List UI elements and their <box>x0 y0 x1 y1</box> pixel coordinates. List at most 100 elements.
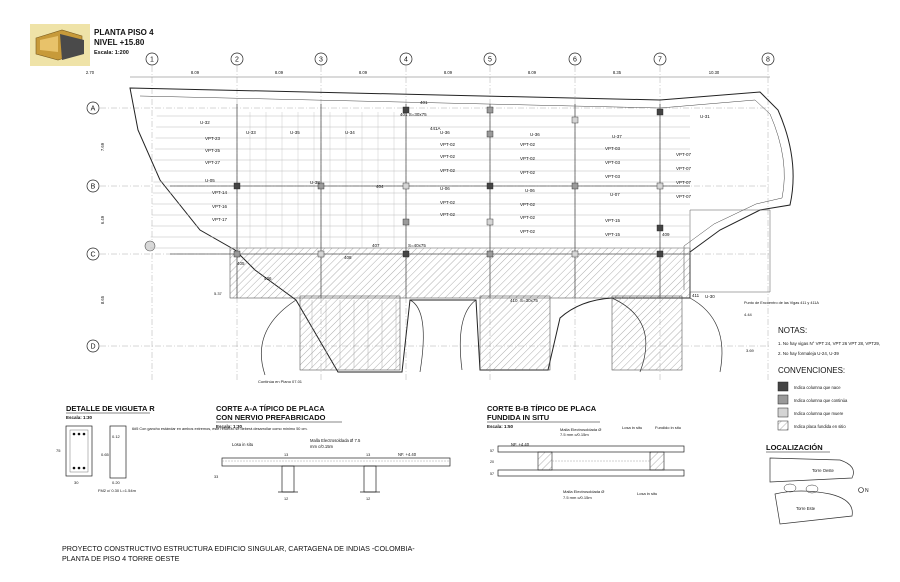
svg-text:U-37: U-37 <box>612 134 622 139</box>
notes-heading: NOTAS: <box>778 326 807 335</box>
svg-text:Fundido in situ: Fundido in situ <box>655 425 681 430</box>
column-mark <box>402 218 410 226</box>
svg-text:401 S=30x75: 401 S=30x75 <box>400 112 427 117</box>
swatch-muere <box>777 407 789 418</box>
svg-text:VPT-27: VPT-27 <box>205 160 221 165</box>
grid-row-label: B <box>91 184 96 191</box>
grid-bubble-col <box>399 52 413 66</box>
sheet-scale: Escala: 1:200 <box>94 50 129 56</box>
svg-text:0.12: 0.12 <box>112 434 121 439</box>
grid-col-label: 7 <box>658 57 662 64</box>
svg-text:7.5 mm c/0.15m: 7.5 mm c/0.15m <box>563 495 592 500</box>
grid-col-label: 1 <box>150 57 154 64</box>
grid-bubble-col <box>761 52 775 66</box>
svg-text:Indica columna que continúa: Indica columna que continúa <box>794 398 848 403</box>
svg-text:VPT-07: VPT-07 <box>676 166 692 171</box>
svg-text:Losa in situ: Losa in situ <box>232 442 254 447</box>
svg-text:CORTE B-B TÍPICO DE PLACA: CORTE B-B TÍPICO DE PLACA <box>487 404 597 413</box>
grid-bubble-row <box>86 179 100 193</box>
svg-text:VPT-02: VPT-02 <box>440 200 456 205</box>
grid-row-label: A <box>91 106 96 113</box>
column-mark <box>486 250 494 258</box>
svg-text:Indica columna que nace: Indica columna que nace <box>794 385 841 390</box>
grid-bubble-col <box>314 52 328 66</box>
svg-text:Losa in situ: Losa in situ <box>637 491 657 496</box>
grid-spacing: 8.09 <box>359 70 368 75</box>
svg-text:U-32: U-32 <box>200 120 210 125</box>
svg-text:407: 407 <box>372 243 380 248</box>
svg-text:VPT-03: VPT-03 <box>605 146 621 151</box>
svg-text:U-38: U-38 <box>310 180 320 185</box>
svg-text:Indica columna que muere: Indica columna que muere <box>794 411 844 416</box>
svg-text:57: 57 <box>490 449 494 453</box>
plan-labels: U-32 VPT-23 VPT-25 VPT-27 U-05 VPT-14 VP… <box>200 100 819 384</box>
svg-text:U-34: U-34 <box>345 130 355 135</box>
svg-text:U-36: U-36 <box>440 130 450 135</box>
conventions-panel: CONVENCIONES: Indica columna que nace In… <box>777 366 848 431</box>
project-title: PROYECTO CONSTRUCTIVO ESTRUCTURA EDIFICI… <box>62 544 415 553</box>
svg-text:VPT-07: VPT-07 <box>676 194 692 199</box>
svg-text:33: 33 <box>214 475 218 479</box>
torre-este-label: Torre Este <box>796 506 816 511</box>
svg-text:VPT-02: VPT-02 <box>440 142 456 147</box>
grid-row-label: D <box>90 344 95 351</box>
svg-text:N: N <box>865 488 869 494</box>
svg-text:Losa in situ: Losa in situ <box>622 425 642 430</box>
sheet-level: NIVEL +15.80 <box>94 38 145 47</box>
svg-text:57: 57 <box>490 472 494 476</box>
svg-text:13: 13 <box>284 453 288 457</box>
svg-text:VPT-07: VPT-07 <box>676 152 692 157</box>
note-item: 2. No hay formaleja U-24, U-39 <box>778 351 839 356</box>
grid-row-label: C <box>90 252 95 259</box>
svg-text:U-07: U-07 <box>610 192 620 197</box>
column-mark <box>233 250 241 258</box>
column-mark <box>571 250 579 258</box>
svg-text:5.37: 5.37 <box>214 291 223 296</box>
svg-text:VPT-03: VPT-03 <box>605 160 621 165</box>
grid-spacing: 8.09 <box>444 70 453 75</box>
floor-plan <box>129 87 794 376</box>
svg-text:Indica placa fundida en sitio: Indica placa fundida en sitio <box>794 424 846 429</box>
grid-row-spacing: 7.69 <box>100 142 105 151</box>
beam-lines <box>150 104 690 368</box>
svg-text:VPT-16: VPT-16 <box>212 204 228 209</box>
sheet-title: PLANTA PISO 4 <box>94 28 154 37</box>
company-logo <box>30 24 90 66</box>
note-item: 1. No hay vigas N° VPT 24, VPT 26 VPT 28… <box>778 341 880 346</box>
svg-text:DETALLE DE VIGUETA R: DETALLE DE VIGUETA R <box>66 404 155 413</box>
column-mark <box>656 108 664 116</box>
grid-col-label: 4 <box>404 57 408 64</box>
svg-text:VPT-02: VPT-02 <box>520 170 536 175</box>
svg-text:FUNDIDA IN SITU: FUNDIDA IN SITU <box>487 413 549 422</box>
grid-bubble-col <box>568 52 582 66</box>
svg-text:S=30x75: S=30x75 <box>520 298 538 303</box>
svg-text:411: 411 <box>692 293 700 298</box>
encuentro-note: Punto de Encuentro de las Vigas 411 y 41… <box>744 301 819 305</box>
svg-text:VPT-02: VPT-02 <box>440 168 456 173</box>
conventions-heading: CONVENCIONES: <box>778 366 845 375</box>
column-mark <box>656 182 664 190</box>
sheet-description: PLANTA DE PISO 4 TORRE OESTE <box>62 554 180 563</box>
grid-row-spacing: 8.65 <box>100 295 105 304</box>
grid-bubble-row <box>86 101 100 115</box>
grid-col-label: 6 <box>573 57 577 64</box>
column-mark <box>317 250 325 258</box>
svg-text:3.69: 3.69 <box>746 348 755 353</box>
detalle-vigueta: DETALLE DE VIGUETA R Escala: 1:30 30 75 … <box>56 404 308 493</box>
notes-panel: NOTAS: 1. No hay vigas N° VPT 24, VPT 26… <box>778 326 880 356</box>
svg-text:441A: 441A <box>430 126 441 131</box>
svg-text:VPT-15: VPT-15 <box>605 218 621 223</box>
svg-text:VPT-03: VPT-03 <box>605 174 621 179</box>
grid-bubble-row <box>86 339 100 353</box>
svg-text:S=40x75: S=40x75 <box>408 243 426 248</box>
svg-text:404: 404 <box>376 184 384 189</box>
column-mark <box>656 224 664 232</box>
svg-text:VPT-15: VPT-15 <box>605 232 621 237</box>
column-mark <box>486 218 494 226</box>
grid-spacing: 10.30 <box>709 70 720 75</box>
svg-text:NF. +4.40: NF. +4.40 <box>398 452 417 457</box>
svg-text:NF. +4.40: NF. +4.40 <box>511 442 530 447</box>
svg-text:Escala: 1:30: Escala: 1:30 <box>216 424 243 429</box>
svg-text:U-05: U-05 <box>205 178 215 183</box>
